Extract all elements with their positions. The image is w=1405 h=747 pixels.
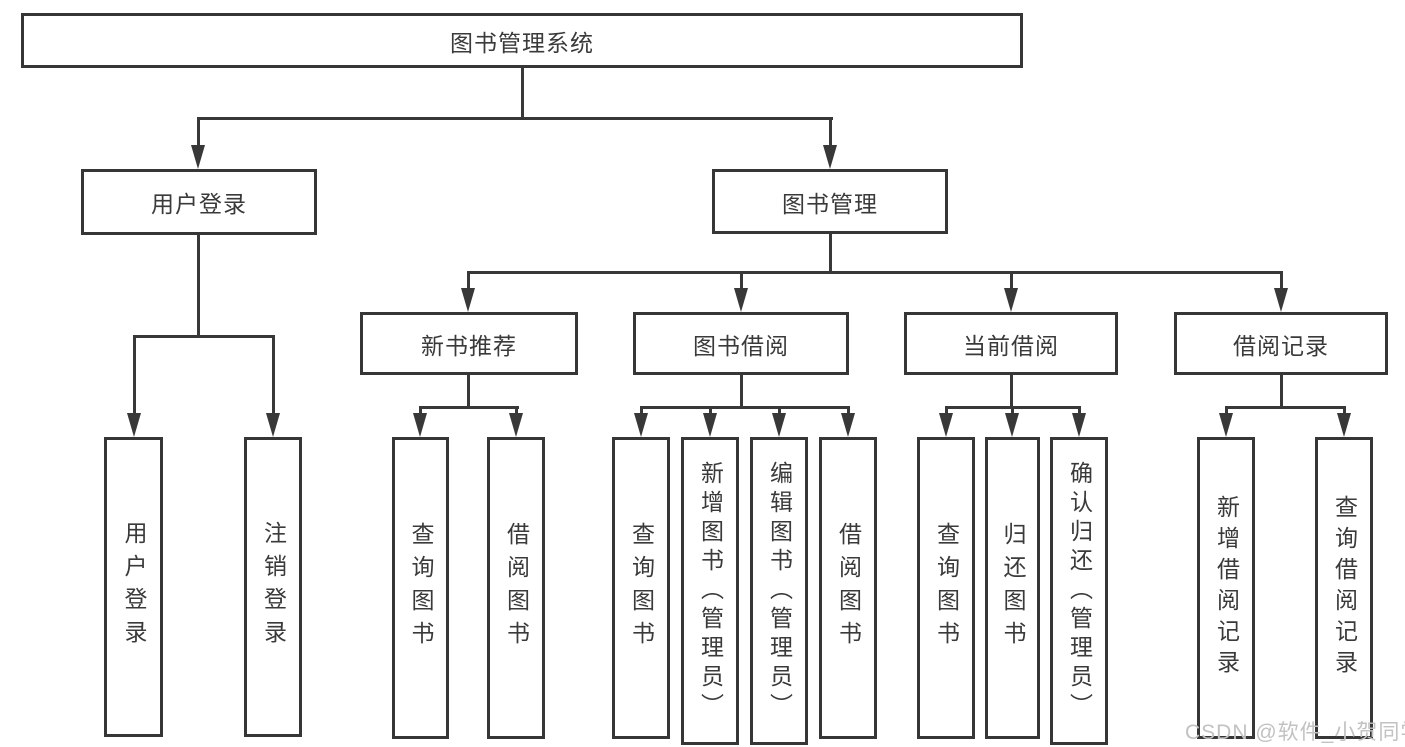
node-label: 新增借阅记录 xyxy=(1213,495,1240,681)
connector-arrow xyxy=(509,413,523,437)
node-leaf-confirm-return-admin: 确认归还（管理员） xyxy=(1050,437,1108,745)
connector-arrow xyxy=(734,288,748,312)
node-leaf-query-book-3: 查询图书 xyxy=(917,437,975,739)
connector-line xyxy=(467,271,470,290)
connector-line xyxy=(197,117,833,120)
connector-arrow xyxy=(1274,288,1288,312)
node-leaf-query-borrow-record: 查询借阅记录 xyxy=(1315,437,1373,739)
node-new-book-recommend: 新书推荐 xyxy=(360,312,578,375)
connector-arrow xyxy=(461,288,475,312)
connector-line xyxy=(829,233,832,274)
node-leaf-query-book-1: 查询图书 xyxy=(392,437,449,739)
node-label: 查询图书 xyxy=(628,522,655,654)
node-label: 查询图书 xyxy=(933,522,960,654)
connector-line xyxy=(640,406,850,409)
node-label: 新增图书（管理员） xyxy=(697,460,724,722)
node-leaf-return-book: 归还图书 xyxy=(985,437,1040,739)
connector-line xyxy=(272,335,275,415)
node-label: 当前借阅 xyxy=(963,332,1059,359)
connector-line xyxy=(197,117,200,148)
connector-line xyxy=(829,117,832,148)
connector-line xyxy=(467,271,1283,274)
node-label: 确认归还（管理员） xyxy=(1066,460,1093,722)
connector-line xyxy=(1280,271,1283,290)
connector-line xyxy=(847,406,850,416)
node-label: 图书借阅 xyxy=(693,332,789,359)
node-label: 借阅图书 xyxy=(835,522,862,654)
connector-line xyxy=(467,375,470,409)
connector-line xyxy=(709,406,712,416)
connector-line xyxy=(778,406,781,416)
connector-line xyxy=(1343,406,1346,416)
connector-line xyxy=(740,375,743,409)
connector-line xyxy=(419,406,422,416)
node-leaf-query-book-2: 查询图书 xyxy=(612,437,670,739)
connector-arrow xyxy=(703,413,717,437)
connector-arrow xyxy=(841,413,855,437)
connector-line xyxy=(1225,406,1228,416)
connector-line xyxy=(1225,406,1346,409)
node-leaf-borrow-book-2: 借阅图书 xyxy=(819,437,877,739)
connector-arrow xyxy=(939,413,953,437)
node-leaf-edit-book-admin: 编辑图书（管理员） xyxy=(750,437,808,745)
node-label: 借阅图书 xyxy=(503,522,530,654)
connector-arrow xyxy=(1072,413,1086,437)
node-label: 用户登录 xyxy=(121,521,147,653)
node-label: 借阅记录 xyxy=(1233,332,1329,359)
node-user-login: 用户登录 xyxy=(81,169,317,235)
node-label: 编辑图书（管理员） xyxy=(766,460,793,722)
connector-line xyxy=(1010,271,1013,290)
connector-arrow xyxy=(127,413,141,437)
node-label: 查询借阅记录 xyxy=(1331,495,1358,681)
connector-arrow xyxy=(1005,413,1019,437)
node-borrow-records: 借阅记录 xyxy=(1174,312,1388,375)
node-label: 注销登录 xyxy=(260,521,287,653)
node-root: 图书管理系统 xyxy=(21,13,1023,68)
node-leaf-user-login: 用户登录 xyxy=(104,437,163,737)
connector-arrow xyxy=(1219,413,1233,437)
connector-line xyxy=(521,68,524,120)
node-leaf-add-book-admin: 新增图书（管理员） xyxy=(681,437,739,745)
connector-line xyxy=(515,406,518,416)
node-label: 新书推荐 xyxy=(421,332,517,359)
node-label: 查询图书 xyxy=(408,522,434,654)
connector-line xyxy=(419,406,519,409)
connector-arrow xyxy=(772,413,786,437)
connector-arrow xyxy=(191,145,205,169)
connector-line xyxy=(1280,375,1283,409)
connector-line xyxy=(945,406,948,416)
node-leaf-add-borrow-record: 新增借阅记录 xyxy=(1197,437,1255,739)
connector-arrow xyxy=(266,413,280,437)
connector-line xyxy=(640,406,643,416)
node-label: 图书管理 xyxy=(782,190,878,217)
connector-arrow xyxy=(413,413,427,437)
connector-line xyxy=(1011,406,1014,416)
node-label: 用户登录 xyxy=(151,191,247,217)
connector-arrow xyxy=(1004,288,1018,312)
connector-line xyxy=(1078,406,1081,416)
node-current-borrowing: 当前借阅 xyxy=(904,312,1118,375)
connector-arrow xyxy=(1337,413,1351,437)
node-label: 图书管理系统 xyxy=(450,29,594,56)
connector-line xyxy=(1010,375,1013,409)
connector-line xyxy=(740,271,743,290)
connector-line xyxy=(133,335,136,415)
connector-arrow xyxy=(823,145,837,169)
node-leaf-borrow-book-1: 借阅图书 xyxy=(487,437,545,739)
node-leaf-logout: 注销登录 xyxy=(244,437,302,737)
connector-line xyxy=(133,335,275,338)
node-book-borrowing: 图书借阅 xyxy=(633,312,849,375)
connector-arrow xyxy=(634,413,648,437)
node-label: 归还图书 xyxy=(1000,522,1026,654)
watermark-text: CSDN @软件_小贺同学 xyxy=(1185,721,1405,744)
node-book-management: 图书管理 xyxy=(712,169,948,234)
connector-line xyxy=(197,235,200,338)
